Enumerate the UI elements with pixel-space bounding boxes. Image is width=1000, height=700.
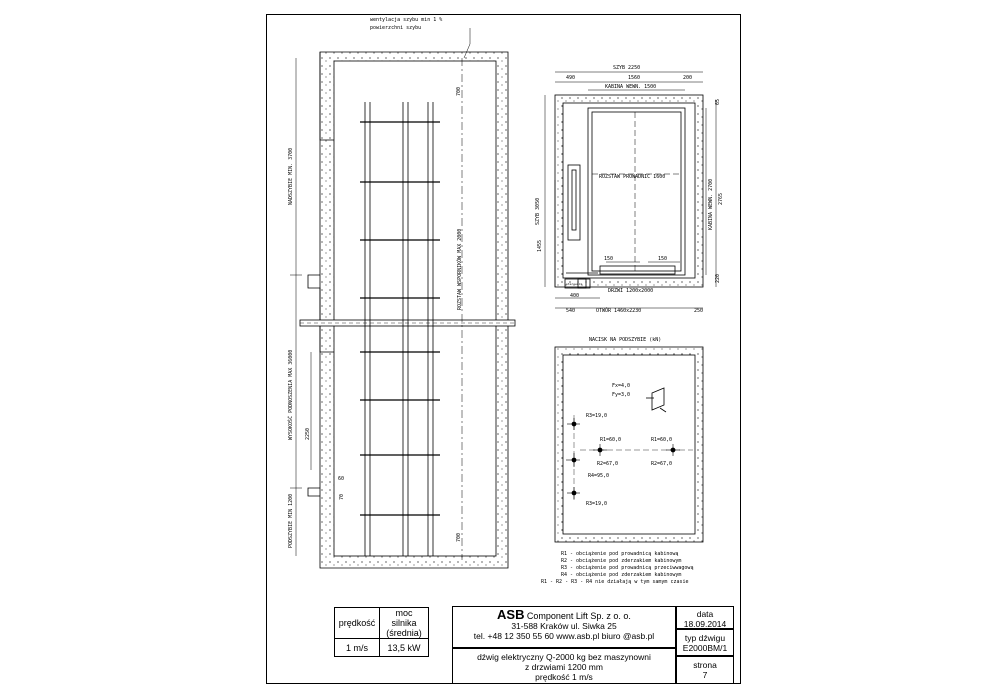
motor-header-line-1: moc silnika [391,608,417,628]
legend-line-3: R3 - obciążenie pod prowadnicą przeciwwa… [561,565,693,571]
legend-line-5: R1 - R2 - R3 - R4 nie działają w tym sam… [541,579,689,585]
dim-1560: 1560 [628,75,640,81]
dim-70: 70 [339,494,345,500]
shaft-width-label: SZYB 2250 [613,65,640,71]
travel-label: WYSOKOŚĆ PODNOSZENIA MAX 36000 [287,350,294,440]
legend-line-4: R4 - obciążenie pod zderzakiem kabinowym [561,572,681,578]
legend-line-2: R2 - obciążenie pod zderzakiem kabinowym [561,558,681,564]
type-label: typ dźwigu [684,633,726,643]
dim-1455: 1455 [537,240,543,252]
date-value: 18.09.2014 [683,619,727,629]
shaft-plan-labels: SZYB 2250 490 1560 200 KABINA WEWN. 1500… [535,65,724,314]
title-block-description: dźwig elektryczny Q-2000 kg bez maszynow… [452,648,676,684]
motor-header-line-2: (średnia) [386,628,422,638]
title-block-page: strona 7 [676,656,734,684]
r2-left-label: R2=67,0 [597,461,618,467]
page-number: 7 [702,670,708,680]
load-legend: R1 - obciążenie pod prowadnicą kabinową … [541,551,693,585]
motor-value: 13,5 kW [379,638,429,657]
door-label: DRZWI 1200x2000 [608,288,653,294]
dim-150-b: 150 [658,256,667,262]
guide-span-label: ROZSTAW PROWADNIC 1600 [599,174,665,180]
r1-left-label: R1=60,0 [600,437,621,443]
controller-label: sterownik [566,282,582,286]
speed-power-table: prędkość moc silnika (średnia) 1 m/s 13,… [334,607,429,657]
r2-right-label: R2=67,0 [651,461,672,467]
fy-label: Fy=3,0 [612,392,630,398]
description-line-1: dźwig elektryczny Q-2000 kg bez maszynow… [477,652,651,662]
pit-load-labels: NACISK NA PODSZYBIE (kN) Fx=4,0 Fy=3,0 R… [586,337,672,507]
cabin-depth-label: KABINA WEWN. 2700 [708,179,714,230]
dim-150-a: 150 [604,256,613,262]
guide-bracket-label: ROZSTAW WSPORNIKÓW MAX 2000 [456,229,463,310]
legend-line-1: R1 - obciążenie pod prowadnicą kabinową [561,551,678,557]
dim-65: 65 [715,99,721,105]
company-contact: tel. +48 12 350 55 60 www.asb.pl biuro @… [473,631,655,641]
shaft-section-labels: wentylacja szybu min 1 % powierzchni szy… [287,17,463,548]
pit-label: PODSZYBIE MIN 1200 [288,494,294,548]
shaft-plan [544,71,717,309]
shaft-section [290,28,516,569]
opening-label: OTWÓR 1460x2230 [596,307,641,314]
speed-header: prędkość [334,607,380,639]
dim-200: 200 [683,75,692,81]
page-label: strona [693,660,717,670]
dim-400: 400 [570,293,579,299]
speed-value: 1 m/s [334,638,380,657]
r3-bottom-label: R3=19,0 [586,501,607,507]
title-block-date: data 18.09.2014 [676,606,734,629]
shaft-depth-label: SZYB 3050 [535,198,541,225]
cabin-width-label: KABINA WEWN. 1500 [605,84,656,90]
description-line-3: prędkość 1 m/s [535,672,593,682]
dim-490: 490 [566,75,575,81]
date-label: data [696,609,714,619]
dim-700-top: 700 [456,87,462,96]
dim-540: 540 [566,308,575,314]
dim-700-bottom: 700 [456,533,462,542]
r3-top-label: R3=19,0 [586,413,607,419]
ventilation-label-2: powierzchni szybu [370,25,421,31]
dim-60: 60 [338,476,344,482]
title-block-company: ASB Component Lift Sp. z o. o. 31-588 Kr… [452,606,676,648]
pit-load-plan [554,346,704,543]
dim-250: 250 [694,308,703,314]
title-block-type: typ dźwigu E2000BM/1 [676,629,734,656]
dim-2250: 2250 [305,428,311,440]
company-line: ASB Component Lift Sp. z o. o. [453,607,675,622]
company-address: 31-588 Kraków ul. Siwka 25 [511,621,617,631]
dim-2765: 2765 [718,193,724,205]
pit-load-title: NACISK NA PODSZYBIE (kN) [589,337,661,343]
ventilation-label-1: wentylacja szybu min 1 % [370,17,442,23]
company-name: Component Lift Sp. z o. o. [526,611,631,621]
company-logo-text: ASB [497,607,525,622]
overhead-label: NADSZYBIE MIN. 3700 [288,148,294,205]
dim-220: 220 [715,274,721,283]
fx-label: Fx=4,0 [612,383,630,389]
type-value: E2000BM/1 [682,643,728,653]
description-line-2: z drzwiami 1200 mm [525,662,603,672]
r1-right-label: R1=60,0 [651,437,672,443]
motor-header: moc silnika (średnia) [379,607,429,639]
r4-label: R4=95,0 [588,473,609,479]
